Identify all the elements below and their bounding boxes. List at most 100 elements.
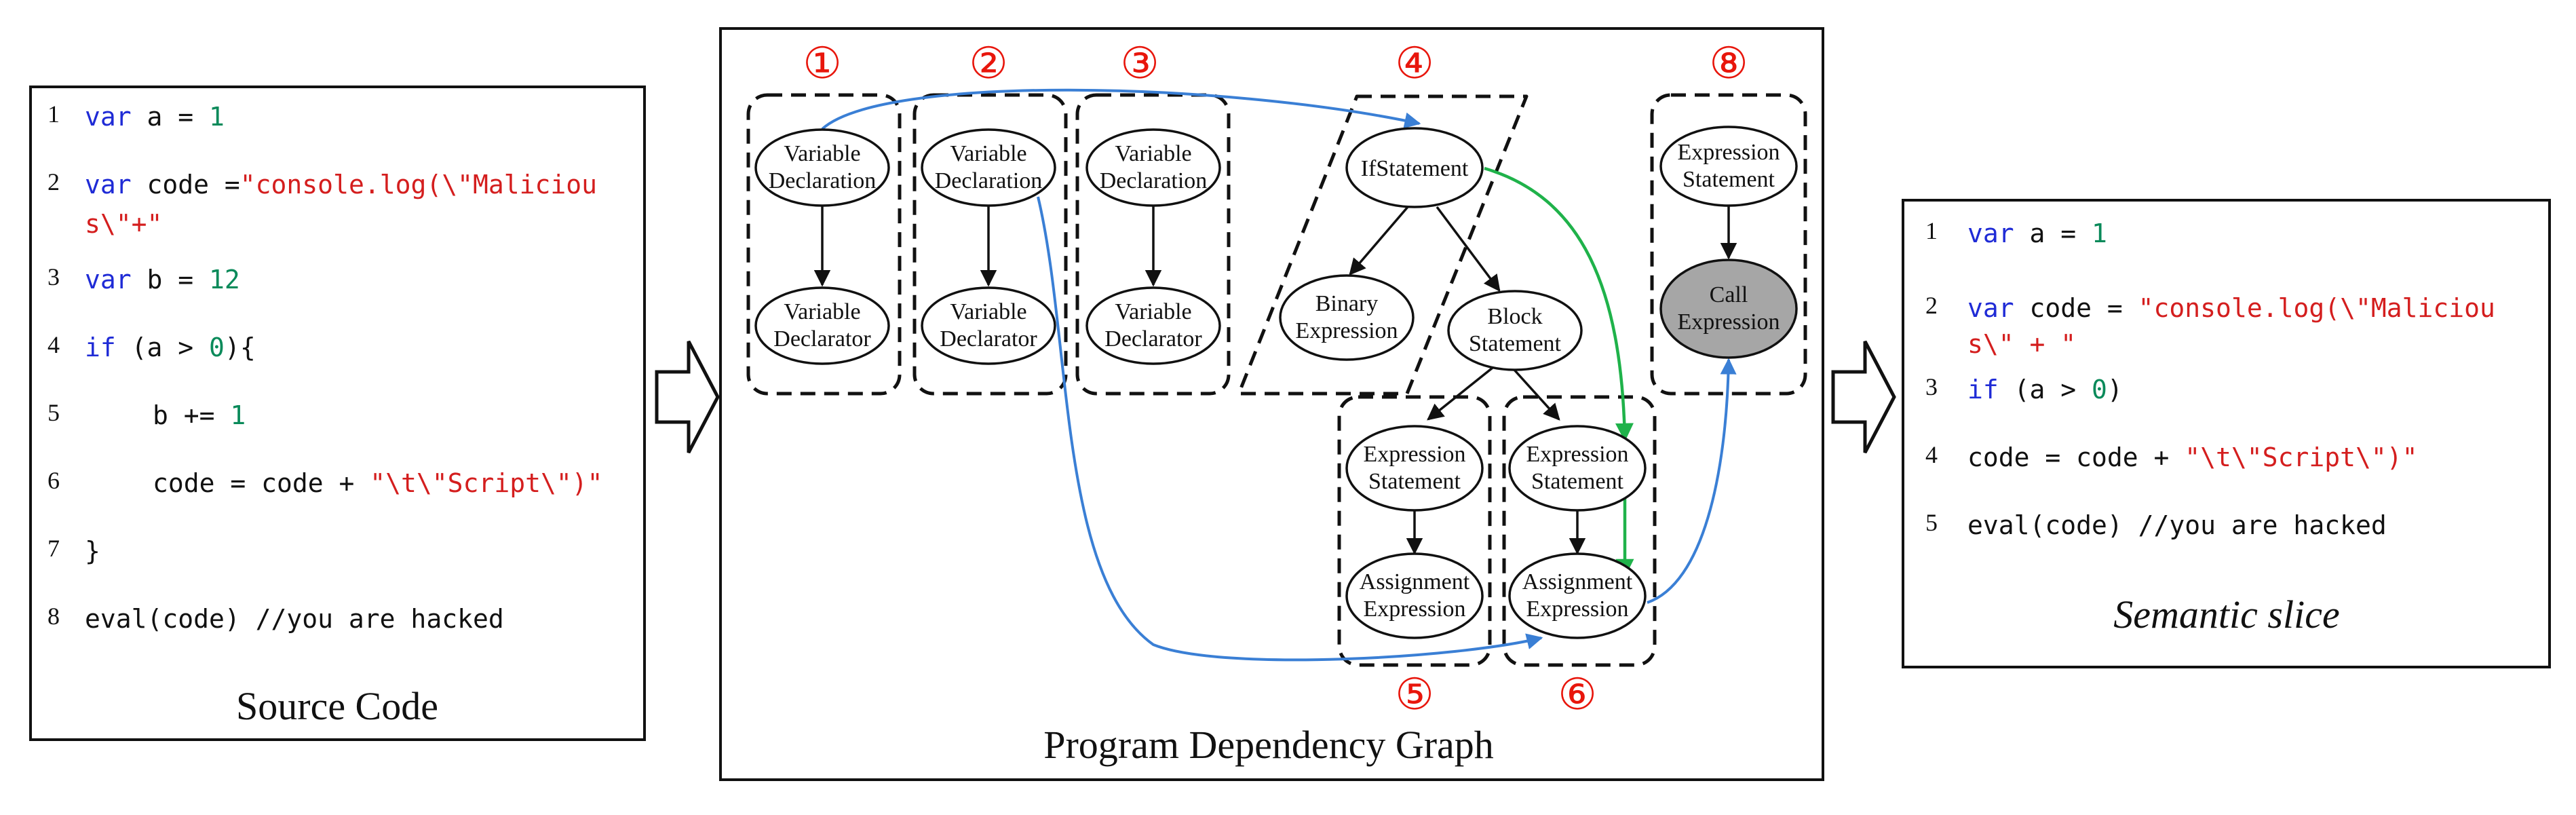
group-2-marker: ② [969,39,1007,88]
flow-arrow-left [655,340,720,454]
node-variable-declaration-2: Variable Declaration [921,128,1056,207]
svg-text:Declarator: Declarator [1104,326,1202,352]
code-text-continuation: s\"+" [85,209,162,239]
svg-text:Declarator: Declarator [773,326,871,352]
source-line-1: 1 var a = 1 [47,100,225,132]
edge-if-binary [1349,206,1409,276]
svg-text:Variable: Variable [1115,299,1191,324]
line-number: 7 [47,535,60,562]
group-5-marker: ⑤ [1395,670,1434,719]
svg-text:Binary: Binary [1315,291,1379,316]
slice-line-4: 4 code = code + "\t\"Script\")" [1925,441,2417,472]
edge-if-block [1436,206,1501,292]
code-text: var code ="console.log(\"Maliciou [85,170,597,200]
source-line-4: 4 if (a > 0){ [47,331,256,362]
svg-text:Expression: Expression [1295,318,1398,343]
graph-caption: Program Dependency Graph [1043,723,1494,767]
svg-text:Expression: Expression [1677,309,1780,335]
node-variable-declarator-1: Variable Declarator [754,286,890,365]
node-expression-statement-6: Expression Statement [1508,425,1647,512]
slice-line-2: 2 var code = "console.log(\"Maliciou s\"… [1925,292,2495,359]
svg-text:Statement: Statement [1683,167,1775,192]
edge-blue-assign-call [1647,358,1737,604]
line-number: 5 [1925,509,1938,536]
node-assignment-expression-5: Assignment Expression [1345,552,1484,639]
source-line-6: 6 code = code + "\t\"Script\")" [47,467,602,498]
source-line-2: 2 var code ="console.log(\"Maliciou s\"+… [47,168,597,239]
code-text: eval(code) //you are hacked [85,604,504,634]
svg-text:Statement: Statement [1531,469,1624,494]
code-text: var b = 12 [85,265,240,295]
svg-text:Variable: Variable [784,141,860,166]
edge-green-if-expr6 [1484,166,1634,442]
group-4-marker: ④ [1395,39,1434,88]
slice-line-1: 1 var a = 1 [1925,217,2107,248]
group-8-box [1650,93,1807,396]
group-6-marker: ⑥ [1558,670,1596,719]
group-3-box [1075,93,1231,396]
group-8-marker: ⑧ [1709,39,1748,88]
code-text: if (a > 0){ [85,333,256,362]
svg-text:Statement: Statement [1368,469,1461,494]
svg-text:Assignment: Assignment [1522,569,1633,594]
svg-text:Expression: Expression [1677,140,1780,165]
line-number: 8 [47,603,60,630]
line-number: 1 [47,100,60,128]
group-2-box [912,93,1068,396]
edge-block-expr6 [1513,368,1560,421]
group-3-marker: ③ [1120,39,1159,88]
svg-text:IfStatement: IfStatement [1361,156,1469,181]
line-number: 6 [47,467,60,494]
line-number: 4 [47,331,60,358]
edge-blue-decl1-if [821,88,1421,130]
source-code-panel: 1 var a = 1 2 var code ="console.log(\"M… [29,86,646,741]
group-1-marker: ① [803,39,841,88]
line-number: 2 [1925,292,1938,319]
code-text: b += 1 [153,400,246,430]
code-text: code = code + "\t\"Script\")" [153,468,602,498]
code-text: var code = "console.log(\"Maliciou [1967,293,2495,323]
slice-line-3: 3 if (a > 0) [1925,373,2123,404]
source-line-3: 3 var b = 12 [47,263,240,295]
group-1-box [746,93,902,396]
line-number: 4 [1925,441,1938,468]
code-text: if (a > 0) [1967,375,2123,404]
svg-text:Statement: Statement [1469,331,1562,356]
source-line-7: 7 } [47,535,100,566]
semantic-slice-caption: Semantic slice [2113,592,2339,637]
group-6-box [1502,395,1657,667]
node-expression-statement-8: Expression Statement [1659,126,1798,207]
svg-text:Expression: Expression [1526,442,1628,467]
line-number: 5 [47,399,60,426]
svg-text:Variable: Variable [784,299,860,324]
dependency-graph-panel: ① ② ③ ④ ⑤ ⑥ ⑧ [719,27,1824,781]
line-number: 3 [47,263,60,290]
svg-text:Variable: Variable [950,299,1026,324]
code-text: var a = 1 [1967,219,2107,248]
source-line-8: 8 eval(code) //you are hacked [47,603,504,634]
svg-text:Variable: Variable [950,141,1026,166]
node-expression-statement-5: Expression Statement [1345,425,1484,512]
code-text: code = code + "\t\"Script\")" [1967,442,2417,472]
edge-blue-decl2-assign [1037,196,1543,662]
flow-arrow-right [1831,340,1896,454]
line-number: 1 [1925,217,1938,244]
svg-text:Expression: Expression [1526,596,1628,622]
code-text: } [85,536,100,566]
node-variable-declaration-3: Variable Declaration [1085,128,1221,207]
semantic-slice-panel: 1 var a = 1 2 var code = "console.log(\"… [1902,199,2551,668]
node-variable-declaration-1: Variable Declaration [754,128,890,207]
svg-text:Assignment: Assignment [1360,569,1470,594]
svg-text:Variable: Variable [1115,141,1191,166]
node-if-statement: IfStatement [1345,127,1484,208]
svg-text:Declaration: Declaration [769,168,877,193]
node-binary-expression: Binary Expression [1279,274,1415,361]
svg-text:Declaration: Declaration [1100,168,1208,193]
code-text: eval(code) //you are hacked [1967,510,2387,540]
svg-text:Expression: Expression [1363,442,1465,467]
edge-block-expr5 [1427,366,1494,421]
node-assignment-expression-6: Assignment Expression [1508,552,1647,639]
slice-line-5: 5 eval(code) //you are hacked [1925,509,2387,540]
node-variable-declarator-2: Variable Declarator [921,286,1056,365]
